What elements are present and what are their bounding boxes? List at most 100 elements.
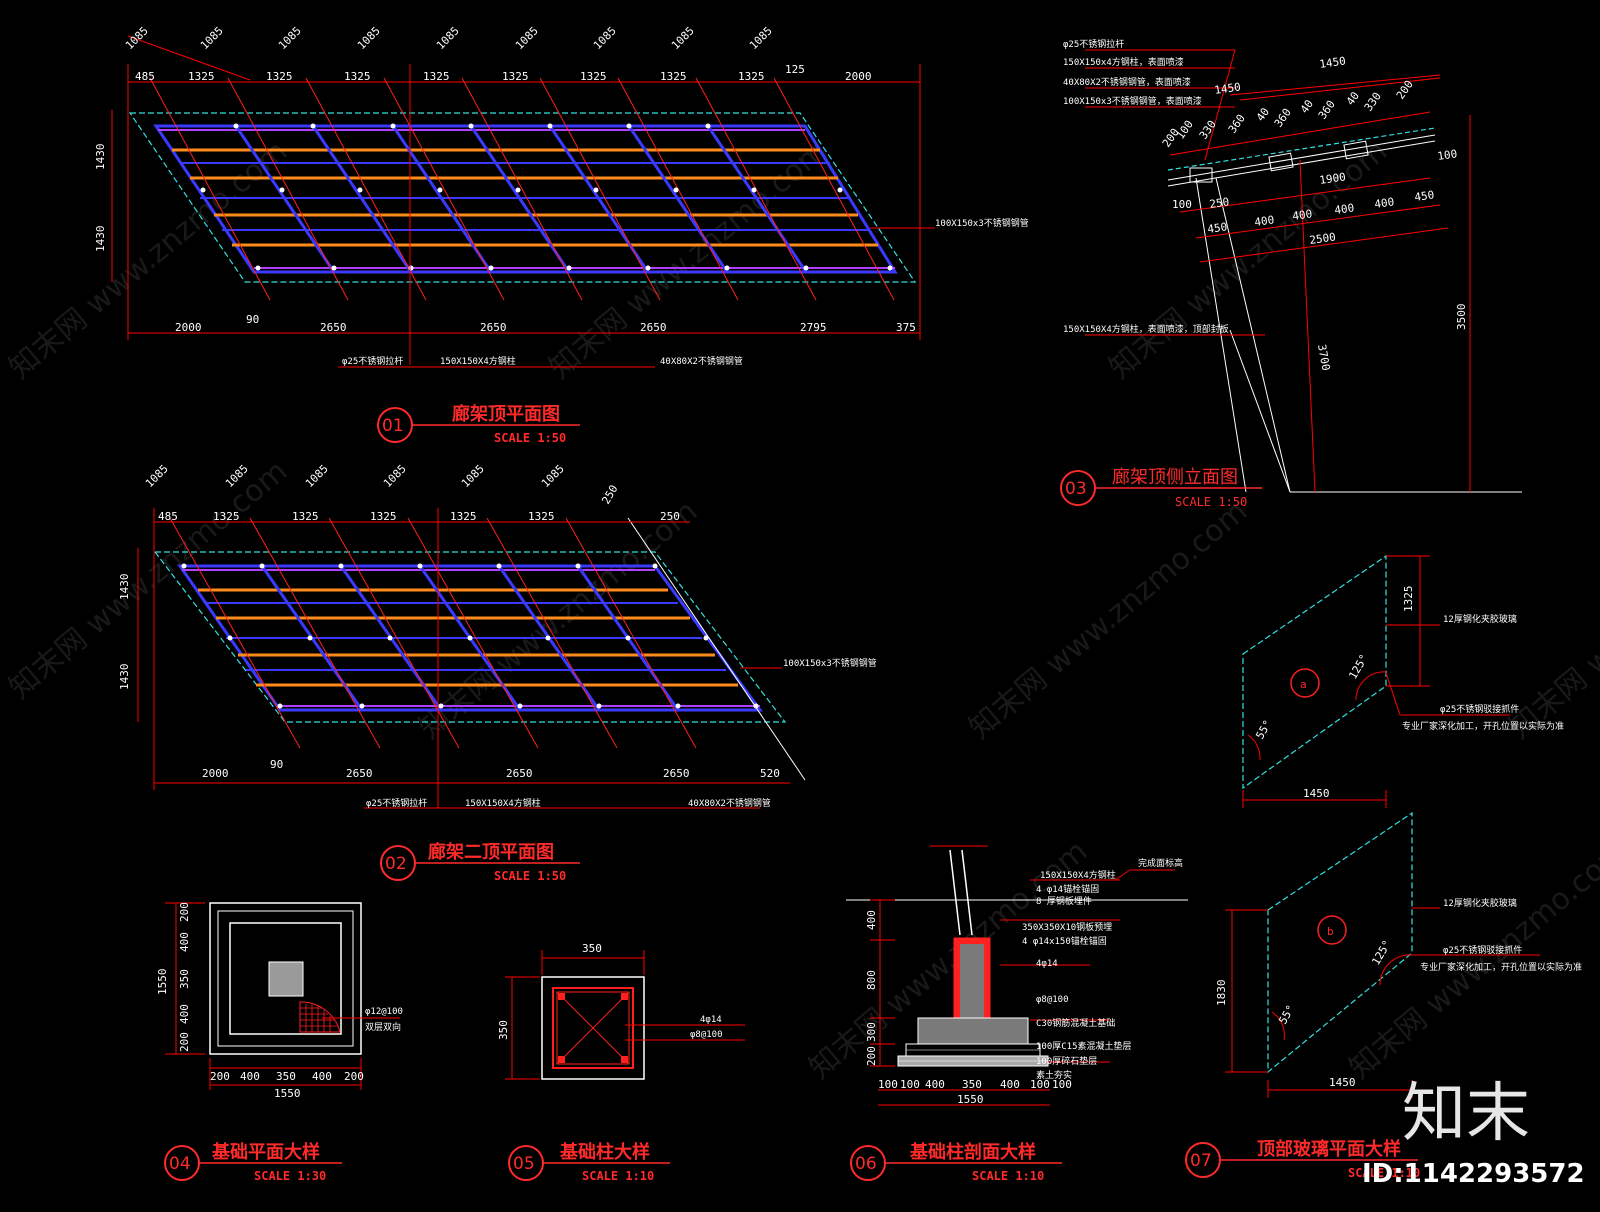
dim-label: 1325 <box>450 510 477 523</box>
dim-label: 400 <box>312 1070 332 1083</box>
dim-label: 1325 <box>188 70 215 83</box>
section-06-labels: 150X150X4方钢柱 4 φ14锚栓锚固 8 厚钢板埋件 350X350X1… <box>865 857 1183 1106</box>
callout-label: φ12@100 <box>365 1007 403 1017</box>
dim-label: 40 <box>1344 89 1362 107</box>
dim-label: 450 <box>1207 220 1228 236</box>
view-title-02: 02 廊架二顶平面图 SCALE 1:50 <box>380 841 580 883</box>
dim-label: 1430 <box>118 664 131 691</box>
dim-label: 3500 <box>1455 304 1468 331</box>
callout-label: 40X80X2不锈钢钢管 <box>660 355 743 367</box>
footing-plan-04-labels: 200 400 350 400 200 1550 200 400 350 400… <box>156 902 403 1100</box>
view-number-badge: 05 <box>513 1154 535 1174</box>
view-number-badge: 01 <box>382 416 404 436</box>
callout-label: 150X150X4方钢柱 <box>440 355 516 367</box>
callout-label: 4 φ14锚栓锚固 <box>1036 883 1099 895</box>
callout-label: 100厚碎石垫层 <box>1036 1055 1097 1067</box>
dim-label: 1325 <box>738 70 765 83</box>
dim-label: 2500 <box>1309 230 1337 247</box>
dim-label: 400 <box>240 1070 260 1083</box>
dim-label: 1550 <box>957 1093 984 1106</box>
dim-label: 200 <box>210 1070 230 1083</box>
dim-label: 1450 <box>1214 80 1242 97</box>
dim-label: 400 <box>1000 1078 1020 1091</box>
view-title-06: 06 基础柱剖面大样 SCALE 1:10 <box>850 1141 1062 1183</box>
view-title: 基础柱大样 <box>559 1141 650 1163</box>
callout-label: 100厚C15素混凝土垫层 <box>1036 1040 1132 1052</box>
dim-label: 100 <box>1052 1078 1072 1091</box>
callout-label: 100X150x3不锈钢钢管 <box>783 657 877 669</box>
view-title: 基础平面大样 <box>211 1141 320 1163</box>
view-scale: SCALE 1:10 <box>582 1169 654 1183</box>
callout-label: 350X350X10钢板预埋 <box>1022 921 1112 933</box>
dim-label: 400 <box>178 1004 191 1024</box>
callout-label: φ25不锈钢拉杆 <box>366 797 427 809</box>
dim-label: 2795 <box>800 321 827 334</box>
dim-label: 1325 <box>502 70 529 83</box>
dim-label: 1550 <box>274 1087 301 1100</box>
dim-label: 375 <box>896 321 916 334</box>
dim-label: 400 <box>925 1078 945 1091</box>
dim-label: 450 <box>1414 188 1435 204</box>
view-number-badge: 06 <box>855 1154 877 1174</box>
dim-label: 1325 <box>528 510 555 523</box>
callout-label: 150X150X4方钢柱 <box>1040 869 1116 881</box>
view-title: 廊架二顶平面图 <box>428 841 554 863</box>
dim-label: 2000 <box>845 70 872 83</box>
dim-label: 400 <box>865 910 878 930</box>
dim-label: 1325 <box>423 70 450 83</box>
callout-label: 4φ14 <box>1036 959 1058 969</box>
dim-label: 520 <box>760 767 780 780</box>
image-id: ID:1142293572 <box>1362 1159 1585 1189</box>
callout-label: 100X150x3不锈钢钢管 <box>935 217 1029 229</box>
section-06-drawing <box>846 845 1188 1106</box>
dim-label: 250 <box>660 510 680 523</box>
view-number-badge: 03 <box>1065 479 1087 499</box>
callout-label: 12厚钢化夹胶玻璃 <box>1443 897 1517 909</box>
dim-label: 100 <box>1030 1078 1050 1091</box>
dim-label: 485 <box>135 70 155 83</box>
dim-label: 40 <box>1298 97 1316 115</box>
glass-a-labels: a 1325 1450 125° 55° 12厚钢化夹胶玻璃 φ25不锈钢驳接抓… <box>1253 586 1564 801</box>
dim-label: 1430 <box>94 144 107 171</box>
view-number-badge: 02 <box>385 854 407 874</box>
view-title: 顶部玻璃平面大样 <box>1257 1138 1401 1160</box>
dim-label: 1325 <box>266 70 293 83</box>
dim-label: 90 <box>246 313 259 326</box>
callout-label: 4 φ14x150锚栓锚固 <box>1022 935 1107 947</box>
view-number-badge: 07 <box>1190 1151 1212 1171</box>
dim-label: 2650 <box>480 321 507 334</box>
glass-tag: b <box>1327 925 1334 938</box>
dim-label: 1325 <box>660 70 687 83</box>
callout-label: 150X150x4方钢柱，表面喷漆 <box>1063 56 1184 68</box>
dim-label: 2650 <box>320 321 347 334</box>
view-title: 基础柱剖面大样 <box>909 1141 1036 1163</box>
dim-label: 1430 <box>118 574 131 601</box>
dim-label: 350 <box>178 969 191 989</box>
dim-label: 250 <box>1209 195 1230 211</box>
dim-label: 1325 <box>213 510 240 523</box>
callout-label: 150X150X4方钢柱，表面喷漆，顶部封板 <box>1063 323 1229 335</box>
dim-label: 1325 <box>292 510 319 523</box>
glass-b-labels: b 1830 1450 125° 55° 12厚钢化夹胶玻璃 φ25不锈钢驳接抓… <box>1215 897 1582 1089</box>
dim-label: 1450 <box>1329 1076 1356 1089</box>
dim-label: 1325 <box>580 70 607 83</box>
dim-label: 400 <box>1254 213 1275 229</box>
dim-label: 2000 <box>175 321 202 334</box>
callout-label: 12厚钢化夹胶玻璃 <box>1443 613 1517 625</box>
footing-plan-04-drawing <box>165 902 400 1090</box>
dim-label: 400 <box>1292 207 1313 223</box>
dim-label: 400 <box>1334 201 1355 217</box>
view-number-badge: 04 <box>169 1154 191 1174</box>
callout-label: φ8@100 <box>1036 995 1069 1005</box>
view-scale: SCALE 1:50 <box>494 869 566 883</box>
dim-label: 1325 <box>344 70 371 83</box>
glass-a-drawing <box>1242 554 1510 808</box>
view-title-07: 07 顶部玻璃平面大样 SCALE 1:10 <box>1185 1138 1420 1180</box>
callout-label: 专业厂家深化加工，开孔位置以实际为准 <box>1402 720 1564 732</box>
dim-label: 2650 <box>506 767 533 780</box>
dim-label: 100 <box>1172 198 1192 211</box>
dim-label: 200 <box>178 902 191 922</box>
view-scale: SCALE 1:50 <box>494 431 566 445</box>
callout-label: 素土夯实 <box>1036 1069 1072 1081</box>
